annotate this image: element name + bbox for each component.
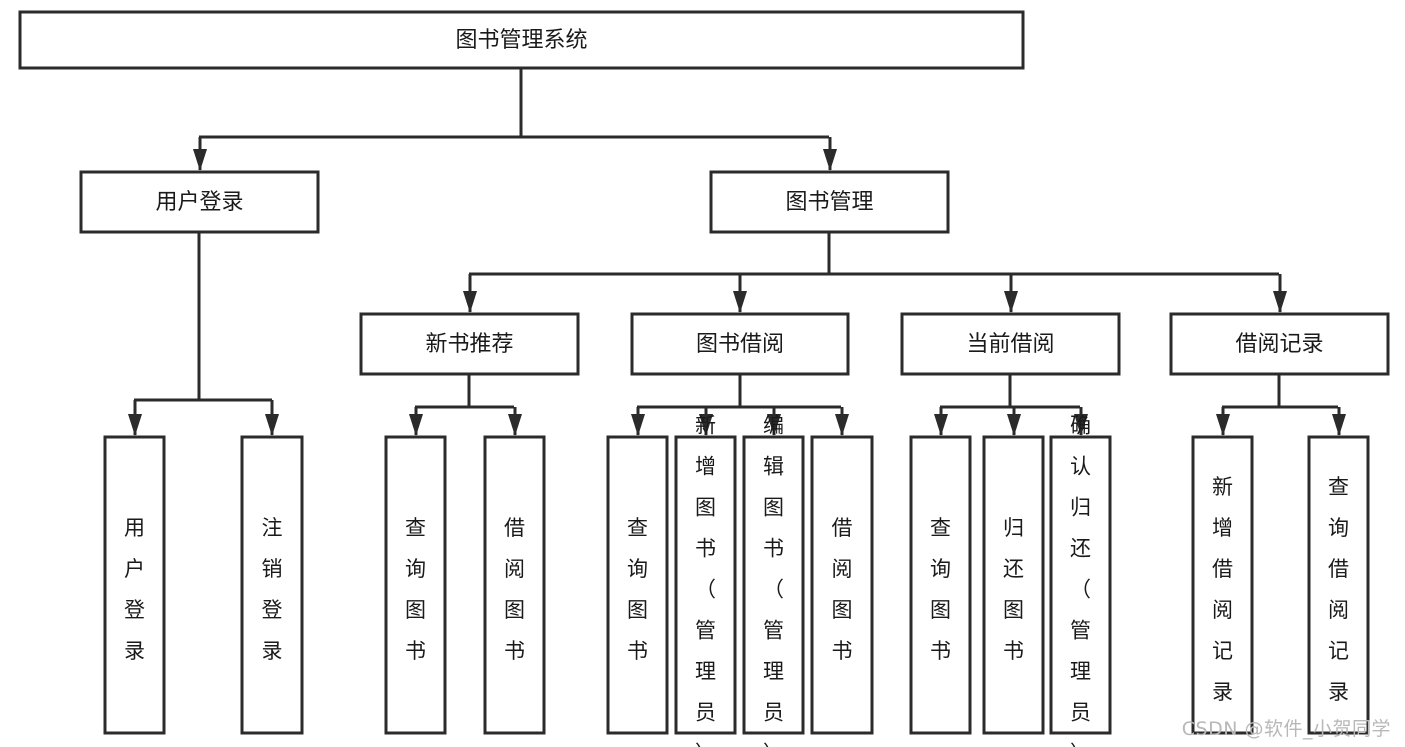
node-label: 借阅记录 [1235, 332, 1323, 357]
node-n_leaf_12[interactable]: 新增借阅记录 [1191, 435, 1254, 735]
csdn-watermark: CSDN @软件_小贺同学 [1181, 718, 1391, 740]
node-label: 新增借阅记录 [1212, 475, 1233, 704]
node-box[interactable] [810, 435, 874, 735]
node-box[interactable] [982, 435, 1045, 735]
node-label: 编辑图书（管理员） [763, 413, 784, 747]
node-n_leaf_7[interactable]: 编辑图书（管理员） [742, 413, 805, 747]
node-n_current[interactable]: 当前借阅 [900, 312, 1121, 376]
node-label: 图书管理系统 [455, 28, 587, 53]
node-n_leaf_3[interactable]: 查询图书 [384, 435, 447, 735]
node-box[interactable] [742, 435, 805, 735]
node-box[interactable] [79, 170, 320, 234]
node-box[interactable] [674, 435, 737, 735]
node-n_new_book[interactable]: 新书推荐 [359, 312, 580, 376]
node-n_leaf_9[interactable]: 查询图书 [909, 435, 972, 735]
node-n_leaf_6[interactable]: 新增图书（管理员） [674, 413, 737, 747]
node-label: 当前借阅 [966, 332, 1054, 357]
arrow-head-icon [1004, 291, 1018, 313]
node-box[interactable] [606, 435, 669, 735]
node-n_leaf_1[interactable]: 用户登录 [103, 435, 166, 735]
node-box[interactable] [1307, 435, 1370, 735]
node-n_leaf_5[interactable]: 查询图书 [606, 435, 669, 735]
nodes-layer: 图书管理系统用户登录图书管理新书推荐图书借阅当前借阅借阅记录用户登录注销登录查询… [18, 10, 1390, 747]
node-box[interactable] [240, 435, 304, 735]
node-label: 确认归还（管理员） [1070, 413, 1091, 747]
node-box[interactable] [18, 10, 1025, 70]
node-box[interactable] [630, 312, 850, 376]
node-n_record[interactable]: 借阅记录 [1169, 312, 1390, 376]
arrow-head-icon [823, 149, 837, 171]
node-n_leaf_4[interactable]: 借阅图书 [483, 435, 546, 735]
node-box[interactable] [709, 170, 950, 234]
arrow-head-icon [934, 414, 948, 436]
node-box[interactable] [900, 312, 1121, 376]
node-n_borrow[interactable]: 图书借阅 [630, 312, 850, 376]
node-n_leaf_8[interactable]: 借阅图书 [810, 435, 874, 735]
arrow-head-icon [733, 291, 747, 313]
arrow-head-icon [409, 414, 423, 436]
arrow-head-icon [1216, 414, 1230, 436]
node-box[interactable] [1049, 435, 1112, 735]
node-label: 用户登录 [155, 190, 243, 215]
node-label: 新增图书（管理员） [695, 413, 716, 747]
arrow-head-icon [1332, 414, 1346, 436]
arrow-head-icon [265, 414, 279, 436]
node-n_book_mgmt[interactable]: 图书管理 [709, 170, 950, 234]
node-label: 图书借阅 [696, 332, 784, 357]
node-box[interactable] [483, 435, 546, 735]
arrow-head-icon [631, 414, 645, 436]
node-box[interactable] [384, 435, 447, 735]
node-n_leaf_2[interactable]: 注销登录 [240, 435, 304, 735]
node-label: 图书管理 [785, 190, 873, 215]
arrow-head-icon [1007, 414, 1021, 436]
node-box[interactable] [359, 312, 580, 376]
node-label: 用户登录 [124, 516, 145, 663]
node-box[interactable] [103, 435, 166, 735]
node-label: 注销登录 [262, 516, 283, 663]
node-label: 新书推荐 [425, 332, 513, 357]
arrow-head-icon [463, 291, 477, 313]
node-label: 查询图书 [930, 516, 951, 663]
node-label: 借阅图书 [832, 516, 853, 663]
arrow-head-icon [508, 414, 522, 436]
node-label: 借阅图书 [504, 516, 525, 663]
node-n_user_login[interactable]: 用户登录 [79, 170, 320, 234]
node-n_leaf_11[interactable]: 确认归还（管理员） [1049, 413, 1112, 747]
arrow-head-icon [767, 414, 781, 436]
arrow-head-icon [835, 414, 849, 436]
node-n_leaf_13[interactable]: 查询借阅记录 [1307, 435, 1370, 735]
node-label: 查询图书 [627, 516, 648, 663]
arrow-head-icon [1273, 291, 1287, 313]
node-label: 查询图书 [405, 516, 426, 663]
arrow-head-icon [699, 414, 713, 436]
node-box[interactable] [909, 435, 972, 735]
node-n_root[interactable]: 图书管理系统 [18, 10, 1025, 70]
arrow-head-icon [128, 414, 142, 436]
arrow-head-icon [1074, 414, 1088, 436]
node-label: 归还图书 [1003, 516, 1024, 663]
arrow-head-icon [193, 149, 207, 171]
node-box[interactable] [1191, 435, 1254, 735]
connectors-layer [128, 68, 1346, 436]
node-n_leaf_10[interactable]: 归还图书 [982, 435, 1045, 735]
node-label: 查询借阅记录 [1328, 475, 1349, 704]
node-box[interactable] [1169, 312, 1390, 376]
